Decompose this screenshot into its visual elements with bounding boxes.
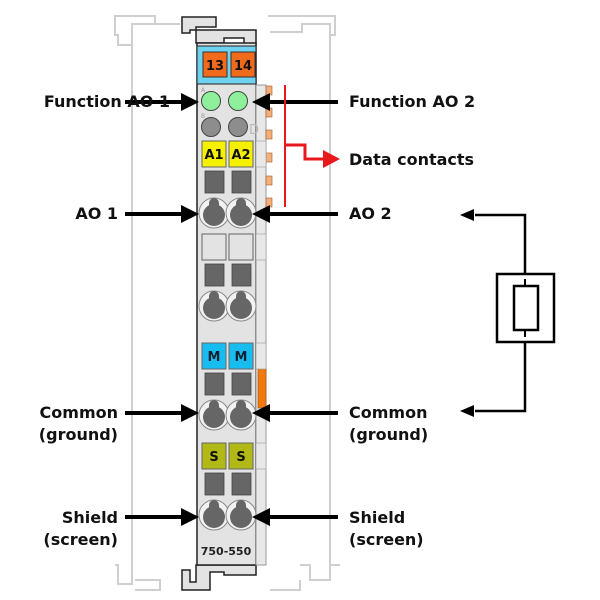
marker-tag-label: A1 [204, 148, 223, 163]
marker-tag-label: S [236, 450, 245, 465]
label-common-ground-right: Common (ground) [349, 403, 429, 444]
led-label-b: B [201, 113, 205, 120]
clamp-opening [230, 506, 252, 528]
marker-tag [201, 140, 227, 168]
side-tag [255, 233, 267, 261]
wire-top [475, 213, 527, 274]
release-button [204, 263, 225, 287]
terminal-13 [202, 51, 228, 78]
din-rail-ghost-right [268, 15, 340, 591]
arrow-right-0-head [252, 93, 270, 111]
release-button [231, 170, 252, 194]
rail-clip-bottom [181, 564, 257, 591]
label-function-ao2: Function AO 2 [349, 92, 476, 111]
arrows [125, 85, 340, 526]
led-c [228, 91, 248, 111]
arrow-right-1-head [252, 205, 270, 223]
clamp-opening [203, 297, 225, 319]
label-common-ground-left: Common (ground) [38, 403, 118, 444]
din-rail-ghost-left [114, 15, 180, 591]
clamp-opening [203, 506, 225, 528]
label-function-ao1: Function AO 1 [43, 92, 170, 111]
marker-tag [228, 342, 254, 370]
arrow-left-0-head [181, 93, 199, 111]
resistor-circuit [460, 209, 556, 417]
led-b [201, 117, 221, 137]
clamp-opening [230, 297, 252, 319]
clamp-opening [203, 406, 225, 428]
terminal-label-13: 13 [206, 59, 224, 74]
wire-top-arrow [460, 209, 474, 221]
marker-tag [201, 342, 227, 370]
marker-tag-label: M [235, 350, 248, 365]
release-button [231, 263, 252, 287]
marker-tag [228, 233, 254, 261]
arrow-right-3-head [252, 508, 270, 526]
led-d [228, 117, 248, 137]
resistor-icon [512, 284, 540, 332]
housing-side-strip [255, 84, 267, 566]
led-label-a: A [201, 87, 206, 94]
label-data-contacts: Data contacts [349, 150, 475, 169]
clamp-opening [203, 204, 225, 226]
data-contact [265, 129, 273, 140]
rail-clip-top [181, 16, 257, 46]
led-label-d: D [249, 123, 259, 138]
label-shield-screen-right: Shield (screen) [349, 508, 424, 549]
power-jumper-contact [257, 367, 267, 409]
release-button [204, 372, 225, 396]
marker-tag-label: S [209, 450, 218, 465]
side-tag [255, 342, 267, 370]
label-shield-screen-left: Shield (screen) [43, 508, 118, 549]
release-button [231, 472, 252, 496]
marker-tag [201, 442, 227, 470]
release-button [204, 170, 225, 194]
terminal-label-14: 14 [234, 59, 252, 74]
data-contact [265, 152, 273, 163]
data-contact [265, 175, 273, 186]
label-ao2: AO 2 [349, 204, 392, 223]
led-a [201, 91, 221, 111]
terminal-14 [230, 51, 256, 78]
clamp-opening [230, 204, 252, 226]
side-tag [255, 140, 267, 168]
marker-tag-label: A2 [231, 148, 250, 163]
marker-tag-label: M [208, 350, 221, 365]
arrow-left-3-head [181, 508, 199, 526]
arrow-left-2-head [181, 404, 199, 422]
label-ao1: AO 1 [75, 204, 118, 223]
release-button [231, 372, 252, 396]
data-contacts-arrow-shaft [285, 143, 326, 161]
part-number: 750-550 [201, 545, 252, 558]
marker-tag [201, 233, 227, 261]
arrow-right-2-head [252, 404, 270, 422]
marker-tag [228, 140, 254, 168]
wire-bottom-arrow [460, 405, 474, 417]
release-button [204, 472, 225, 496]
arrow-left-1-head [181, 205, 199, 223]
clamp-opening [230, 406, 252, 428]
data-contacts-arrow-head [323, 150, 340, 168]
side-tag [255, 442, 267, 470]
wire-bottom [475, 342, 527, 413]
marker-tag [228, 442, 254, 470]
